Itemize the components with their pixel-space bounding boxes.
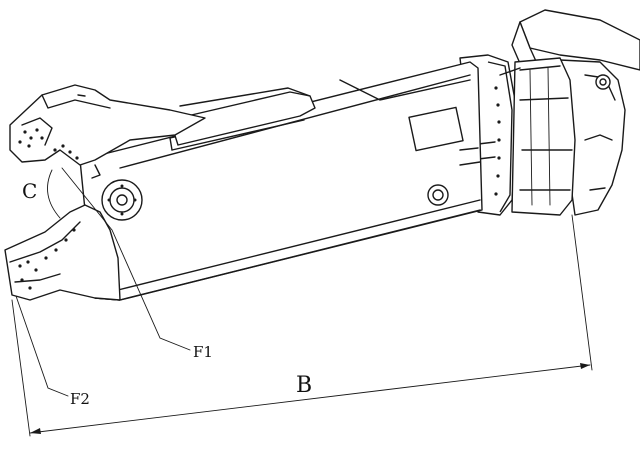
upper-cylinder <box>169 87 316 146</box>
label-f1: F1 <box>193 343 213 361</box>
access-cover-plate <box>408 106 464 152</box>
ring-bolts <box>494 86 501 196</box>
upper-jaw-teeth <box>18 128 79 160</box>
dimension-lines <box>11 167 593 437</box>
label-b: B <box>296 373 312 398</box>
label-f2: F2 <box>70 390 90 408</box>
extension-line-right <box>571 214 593 371</box>
arrowhead-right <box>580 363 590 369</box>
lower-jaw-teeth <box>18 228 76 290</box>
upper-jaw <box>9 84 206 179</box>
dimension-b-line <box>29 364 591 434</box>
extension-line-left <box>11 299 31 437</box>
mounting-bracket <box>511 9 640 216</box>
leader-f1 <box>61 167 191 351</box>
lower-jaw <box>4 204 121 301</box>
dimension-c-arc <box>47 169 61 219</box>
leader-f2 <box>15 295 69 397</box>
label-c: C <box>22 179 37 203</box>
pivot-pin <box>101 179 143 221</box>
arrowhead-left <box>30 428 41 434</box>
